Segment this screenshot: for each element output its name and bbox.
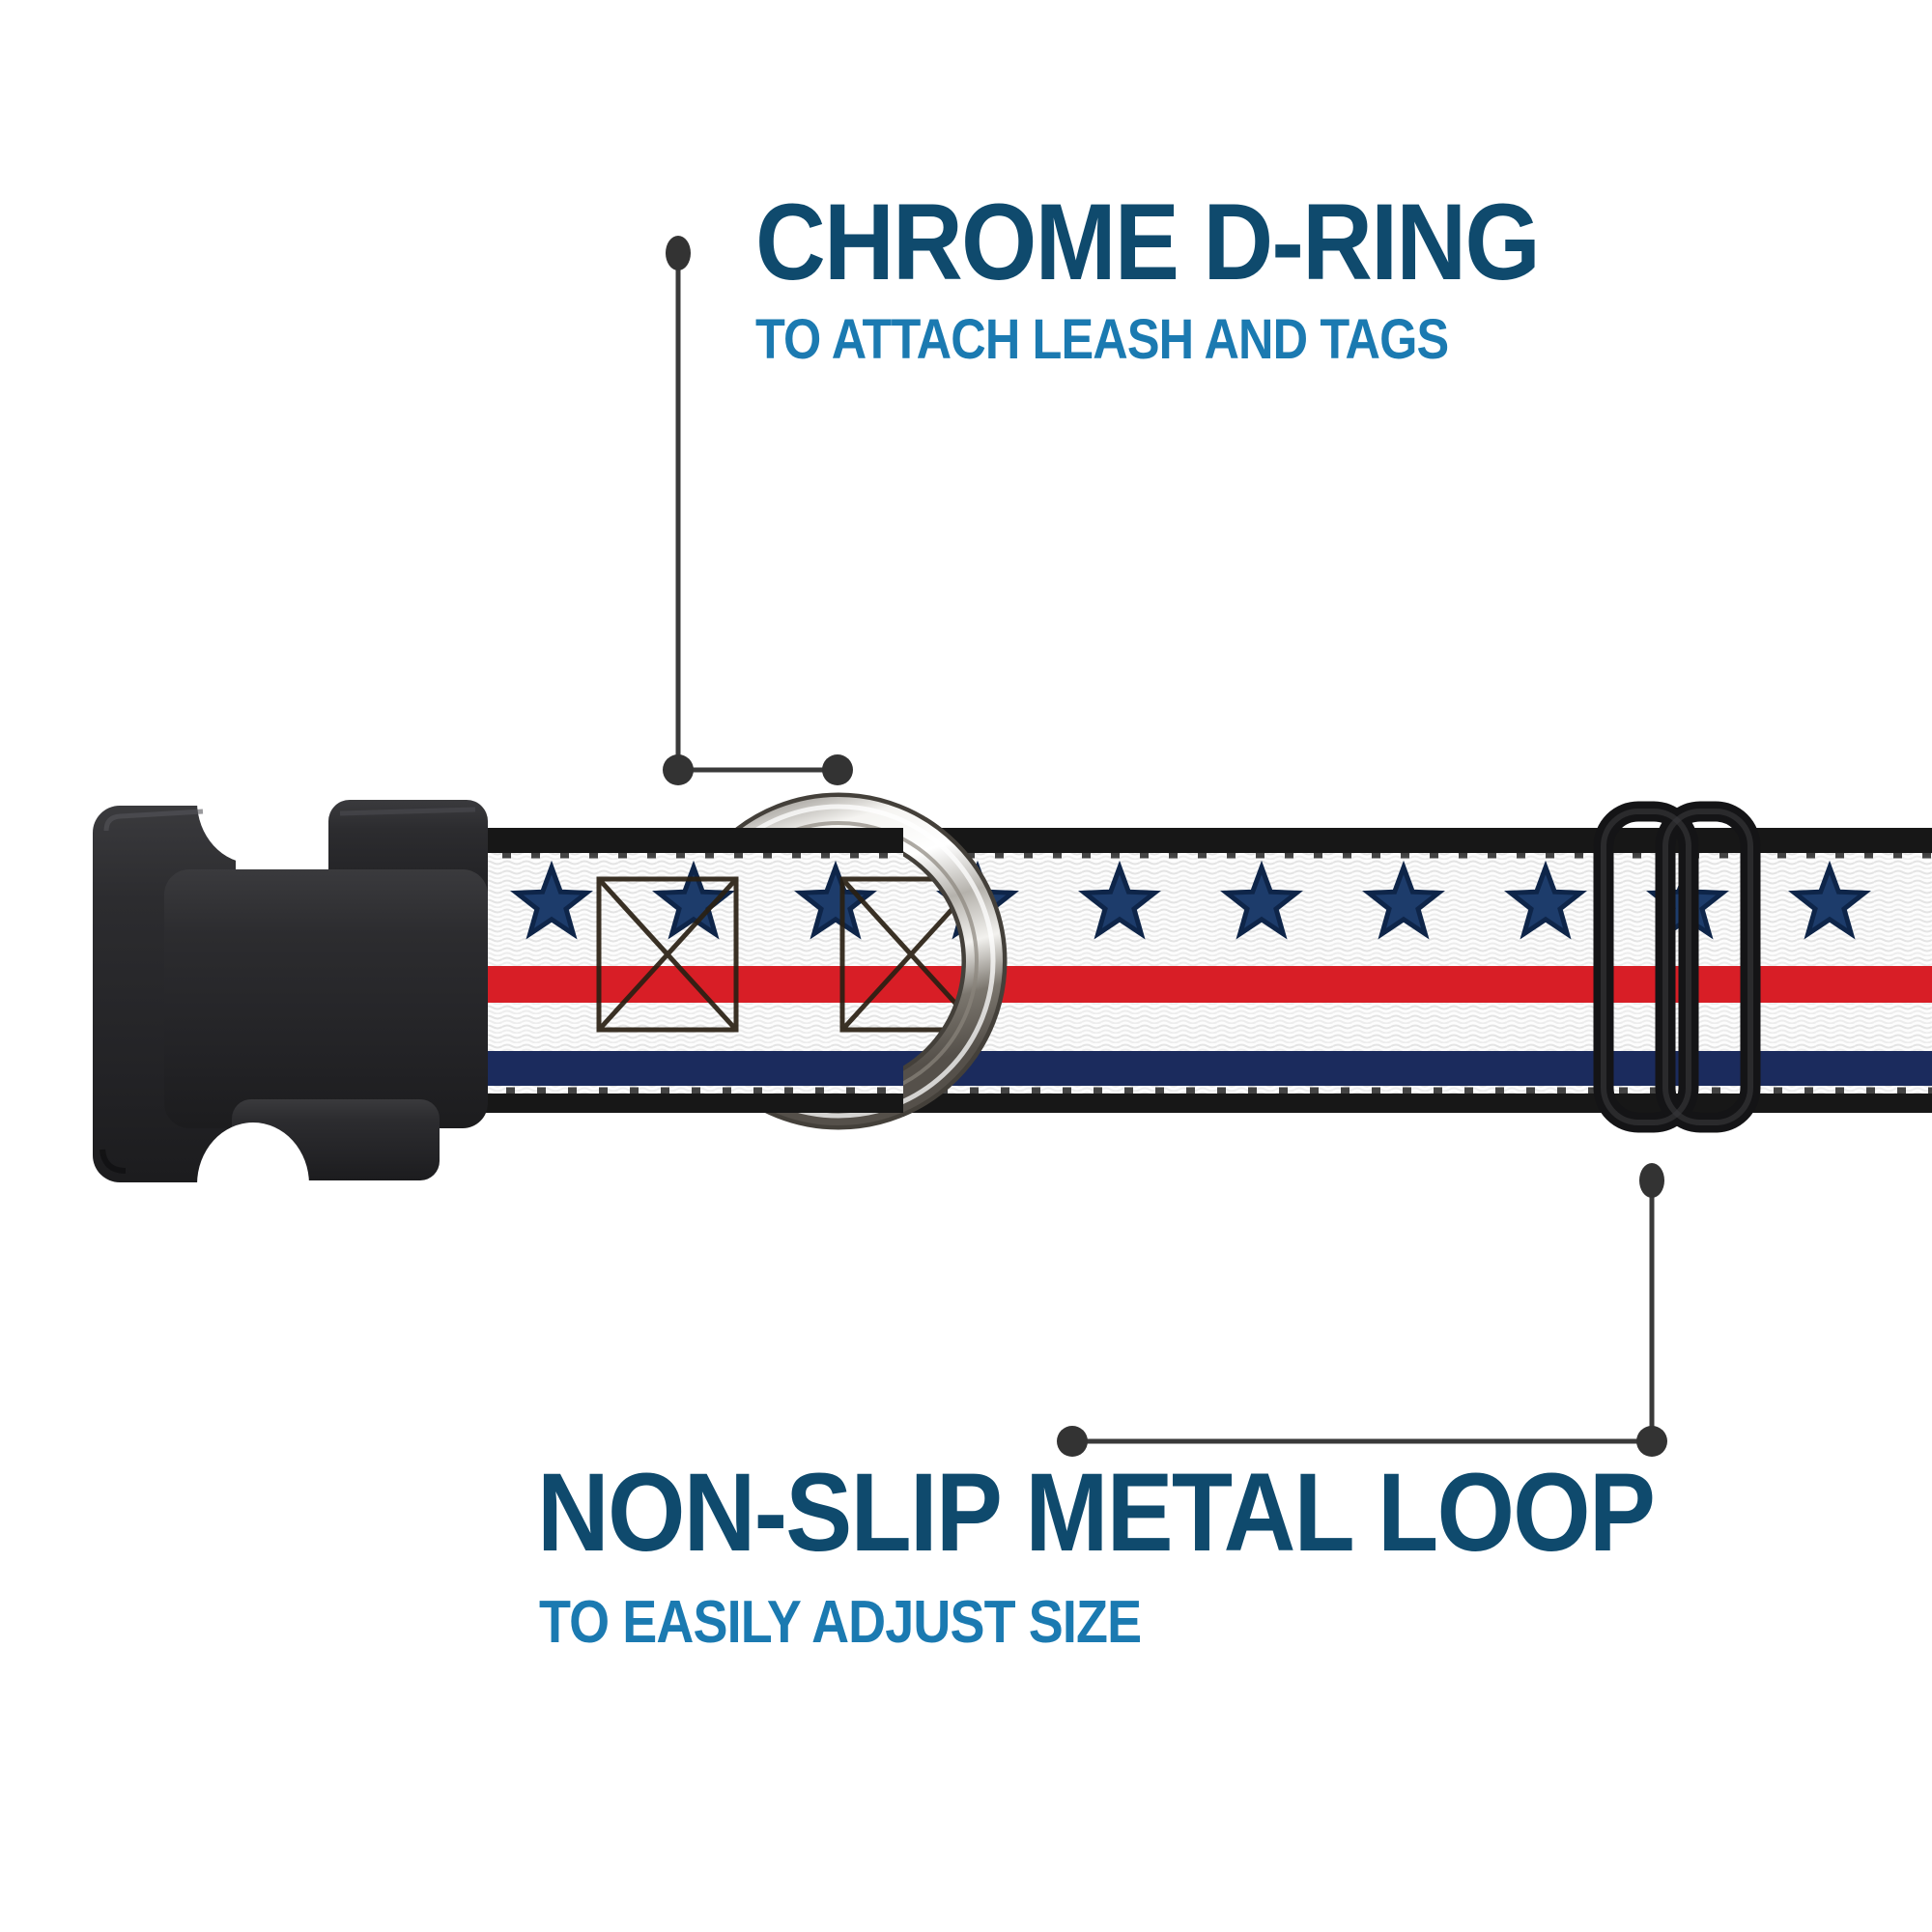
- webbing-top-edge: [444, 828, 1932, 853]
- stitch-box: [596, 876, 739, 1033]
- slider-loop-icon: [1593, 801, 1761, 1133]
- metal-loop-subtitle: TO EASILY ADJUST SIZE: [539, 1589, 1142, 1656]
- dring-subtitle: TO ATTACH LEASH AND TAGS: [755, 308, 1449, 371]
- red-stripe: [444, 966, 1932, 1003]
- callout-dot: [663, 754, 694, 785]
- metal-loop-title: NON-SLIP METAL LOOP: [537, 1451, 1656, 1575]
- callout-metal-loop: [1057, 1163, 1667, 1457]
- stitch-x: [597, 877, 738, 1032]
- webbing-bottom-edge: [444, 1094, 1932, 1113]
- callout-dot: [1636, 1426, 1667, 1457]
- callout-dring: [663, 236, 853, 785]
- buckle-icon: [93, 740, 488, 1246]
- callout-dot: [1057, 1426, 1088, 1457]
- dring-title: CHROME D-RING: [755, 182, 1541, 302]
- callout-dot: [1639, 1163, 1664, 1198]
- d-ring-front-limb: [903, 817, 1008, 1118]
- navy-stripe: [444, 1051, 1932, 1086]
- callout-dot: [822, 754, 853, 785]
- callout-dot: [666, 236, 691, 270]
